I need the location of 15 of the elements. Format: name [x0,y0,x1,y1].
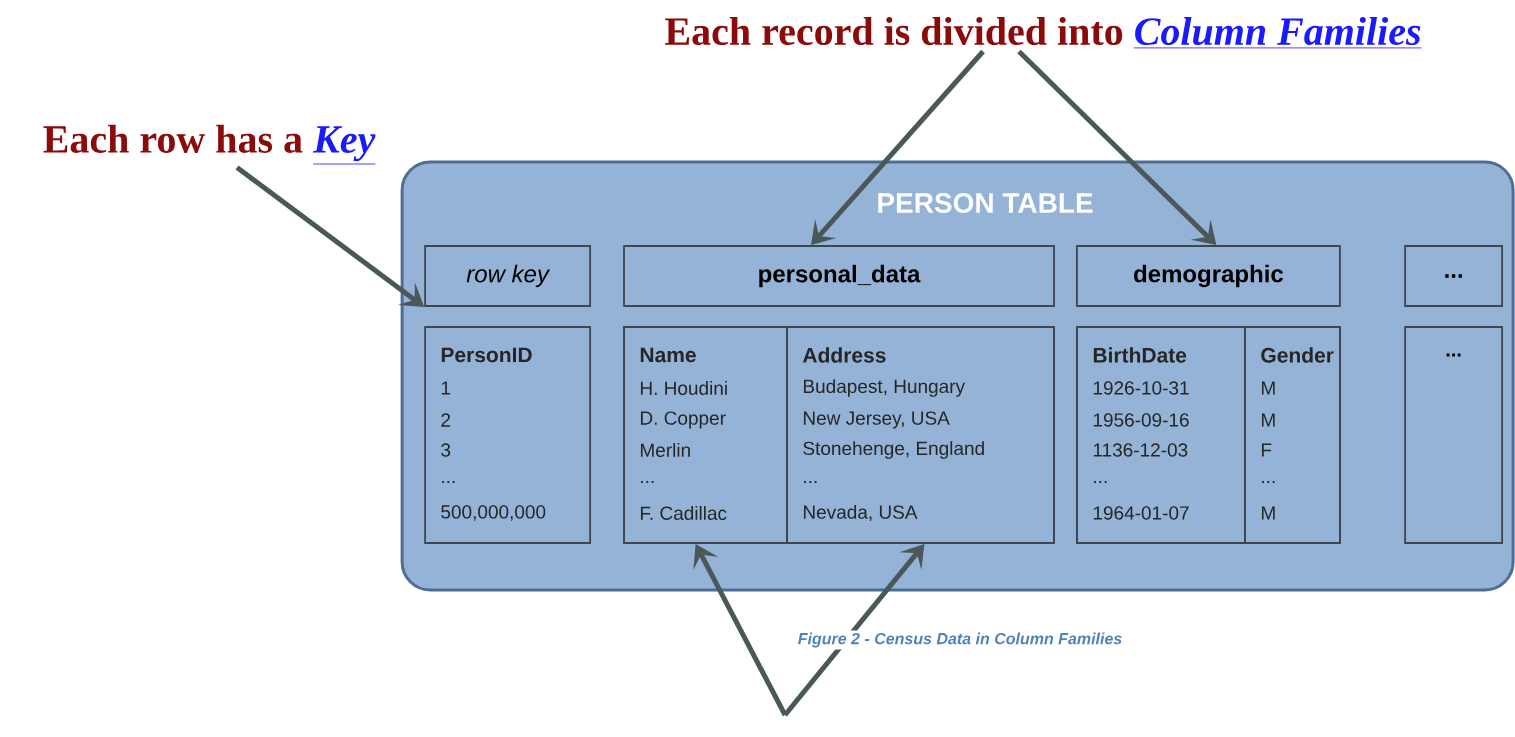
column-box: Name H. Houdini D. Copper Merlin ... F. Cadillac [623,326,788,544]
annotation-text: Each record is divided into Column Families [665,16,1422,49]
column-box: ... [1404,326,1503,544]
annotation-text: Each row has a Key [43,124,376,165]
column-box [623,326,1055,544]
column-box: Address Budapest, Hungary New Jersey, USA Stonehenge, England ... Nevada, USA [786,326,1055,544]
column-family-box: demographic [1076,245,1341,307]
column-box: BirthDate 1926-10-31 1956-09-16 1136-12-03 ... 1964-01-07 [1076,326,1246,544]
column-family-box: ... [1404,245,1503,307]
column-box: PersonID 1 2 3 ... 500,000,000 [424,326,591,544]
column-box [1076,326,1341,544]
column-box: Gender M M F ... M [1244,326,1341,544]
caption-text: Figure 2 - Census Data in Column Families [795,630,1125,650]
column-family-box: personal_data [623,245,1055,307]
column-family-box: row key [424,245,591,307]
